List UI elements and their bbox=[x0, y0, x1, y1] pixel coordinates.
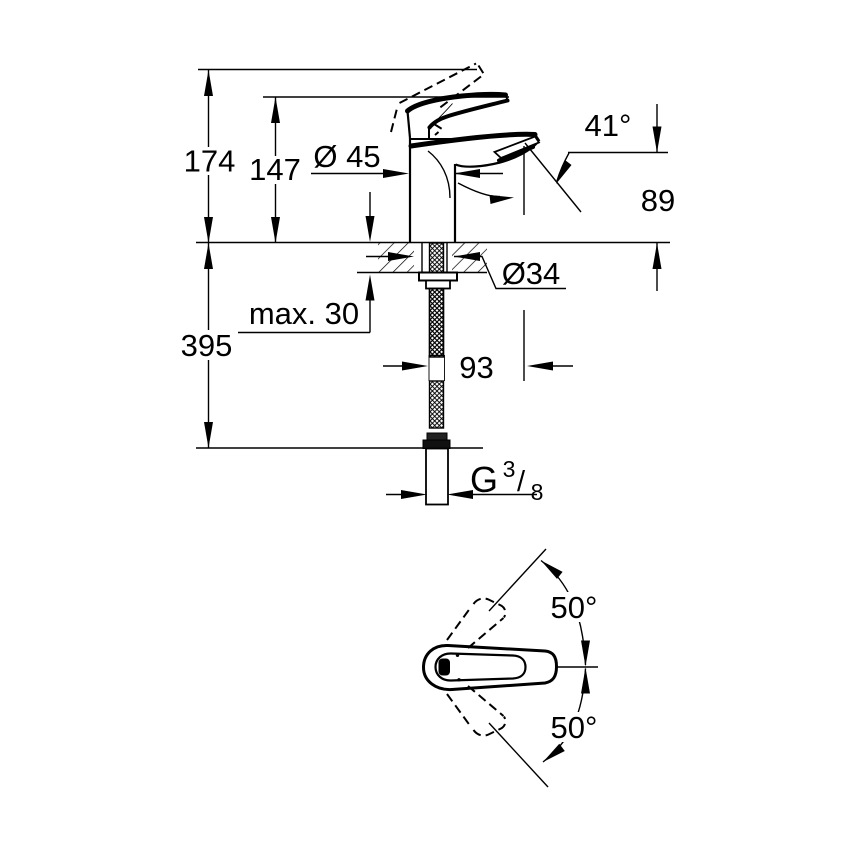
lever-swivel-dashed-upper bbox=[446, 597, 507, 649]
dim-spout-angle: 41° bbox=[457, 108, 668, 381]
lever-neck-curve bbox=[430, 103, 453, 127]
dim-max-deck-thickness-label: max. 30 bbox=[249, 296, 359, 331]
dim-thread-size: G 3 / 8 bbox=[386, 456, 543, 505]
faucet-body bbox=[408, 138, 457, 243]
stream-arc bbox=[457, 182, 501, 198]
lever-top-edge bbox=[405, 91, 508, 114]
dim-swivel-upper-label: 50° bbox=[551, 590, 598, 625]
dim-install-depth: 395 bbox=[180, 243, 234, 448]
lever-top-view bbox=[421, 643, 559, 692]
angle-leader bbox=[556, 152, 570, 182]
dim-max-deck-thickness: max. 30 bbox=[238, 192, 375, 334]
dim-total-height-label: 174 bbox=[184, 144, 236, 179]
dim-body-diameter: Ø 45 bbox=[311, 139, 503, 178]
thread-slash-label: / bbox=[517, 466, 526, 498]
thread-letter-label: G bbox=[470, 459, 498, 500]
lever-dot-top bbox=[455, 653, 460, 657]
raised-lever-underside bbox=[436, 75, 482, 111]
thread-denominator-label: 8 bbox=[531, 479, 544, 505]
lever-slot bbox=[438, 658, 450, 676]
hose-collar bbox=[426, 432, 448, 441]
faucet-lever-raised-dashed bbox=[390, 62, 485, 136]
stream-direction-line bbox=[524, 142, 582, 213]
dim-swivel-lower: 50° bbox=[488, 667, 604, 788]
side-view: 174 147 Ø 45 41° bbox=[180, 62, 675, 506]
mounting-flange bbox=[418, 271, 458, 282]
supply-hose-assembly bbox=[418, 242, 458, 506]
dim-swivel-upper: 50° bbox=[488, 548, 604, 667]
hose-lower bbox=[428, 380, 445, 429]
dim-outlet-height: 89 bbox=[641, 104, 675, 291]
dim-spout-angle-label: 41° bbox=[585, 108, 632, 143]
mounting-step bbox=[425, 279, 451, 290]
dim-outlet-height-label: 89 bbox=[641, 183, 675, 218]
dim-hole-diameter: Ø34 bbox=[366, 252, 566, 291]
dim-total-height: 174 bbox=[183, 70, 236, 243]
dim-lever-height-label: 147 bbox=[249, 152, 301, 187]
dim-swivel-lower-label: 50° bbox=[551, 710, 598, 745]
hose-upper bbox=[428, 287, 445, 357]
raised-lever-top-edge bbox=[399, 62, 477, 104]
dim-spout-reach-label: 93 bbox=[459, 350, 493, 385]
raised-lever-left-edge bbox=[390, 106, 399, 133]
thread-pipe bbox=[425, 447, 449, 506]
raised-lever-tip-edge bbox=[477, 64, 485, 75]
spout-top-edge bbox=[408, 131, 538, 149]
dim-hole-diameter-label: Ø34 bbox=[502, 256, 561, 291]
dim-body-diameter-label: Ø 45 bbox=[313, 139, 380, 174]
top-view: 50° 50° bbox=[421, 548, 604, 788]
hose-nut bbox=[422, 439, 451, 449]
thread-numerator-label: 3 bbox=[503, 456, 516, 482]
dim-install-depth-label: 395 bbox=[181, 328, 233, 363]
dim-lever-height: 147 bbox=[248, 97, 303, 243]
lever-inner-outline bbox=[434, 652, 527, 682]
lever-swivel-dashed-lower bbox=[446, 685, 507, 737]
lever-swing-arc bbox=[427, 150, 451, 199]
aerator-lip bbox=[497, 145, 535, 163]
faucet-lever bbox=[405, 91, 510, 140]
lever-underside bbox=[427, 98, 510, 130]
raised-lever-base-mark bbox=[433, 123, 444, 136]
lever-neck-left bbox=[406, 110, 412, 139]
dim-spout-reach: 93 bbox=[383, 350, 573, 385]
spout-tip-edge bbox=[534, 134, 541, 142]
lever-dot-bottom bbox=[457, 678, 461, 682]
